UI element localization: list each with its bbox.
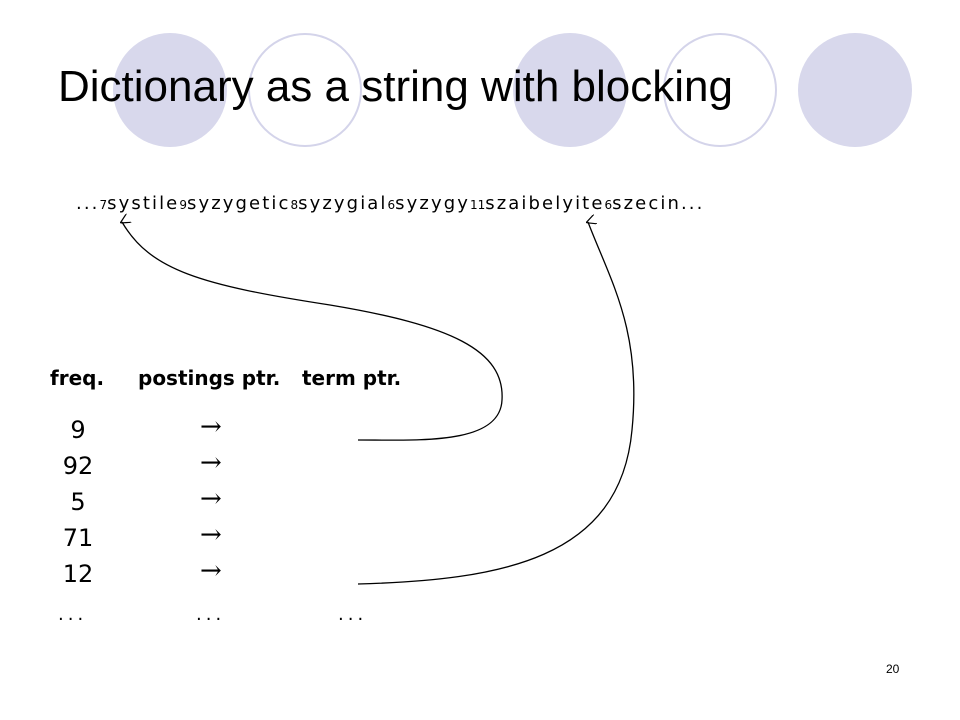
dictionary-string: ...7systile9syzygetic8syzygial6syzygy11s… [76,193,704,214]
term-length: 6 [387,198,396,212]
freq-value: 12 [62,560,94,588]
filled-circle-1 [113,33,227,147]
term-text: syzygy [395,193,470,214]
header-freq: freq. [50,366,105,390]
term-ptr-ellipsis: ... [338,604,368,625]
term-pointer-arrow-1 [122,222,503,441]
postings-pointer-arrow: → [200,556,222,586]
page-number: 20 [886,662,900,676]
postings-pointer-arrow: → [200,448,222,478]
postings-pointer-arrow: → [200,412,222,442]
ring-circle-2 [663,33,777,147]
ring-circle-1 [248,33,362,147]
term-pointer-arrow-2 [357,222,635,585]
filled-circle-2 [513,33,627,147]
term-length: 9 [179,198,187,212]
term-length: 6 [604,198,613,212]
term-text: systile [107,193,180,214]
string-lead-ellipsis: ... [76,193,100,214]
postings-pointer-arrow: → [200,484,222,514]
postings-pointer-arrow: → [200,520,222,550]
header-postings-ptr: postings ptr. [138,366,281,390]
term-text: syzygial [298,193,388,214]
term-text: szecin [612,193,681,214]
slide-title: Dictionary as a string with blocking [58,62,733,111]
term-length: 7 [99,198,108,212]
term-length: 8 [290,198,299,212]
freq-value: 5 [70,488,86,516]
string-trail-ellipsis: ... [680,193,705,214]
header-term-ptr: term ptr. [302,366,402,390]
freq-value: 71 [62,524,94,552]
decorative-circles [113,33,912,147]
freq-value: 92 [62,452,94,480]
postings-ellipsis: ... [196,604,226,625]
freq-value: 9 [70,416,86,444]
filled-circle-3 [798,33,912,147]
term-length: 11 [469,198,486,212]
term-text: szaibelyite [485,193,605,214]
freq-ellipsis: ... [58,604,88,625]
term-text: syzygetic [187,193,291,214]
